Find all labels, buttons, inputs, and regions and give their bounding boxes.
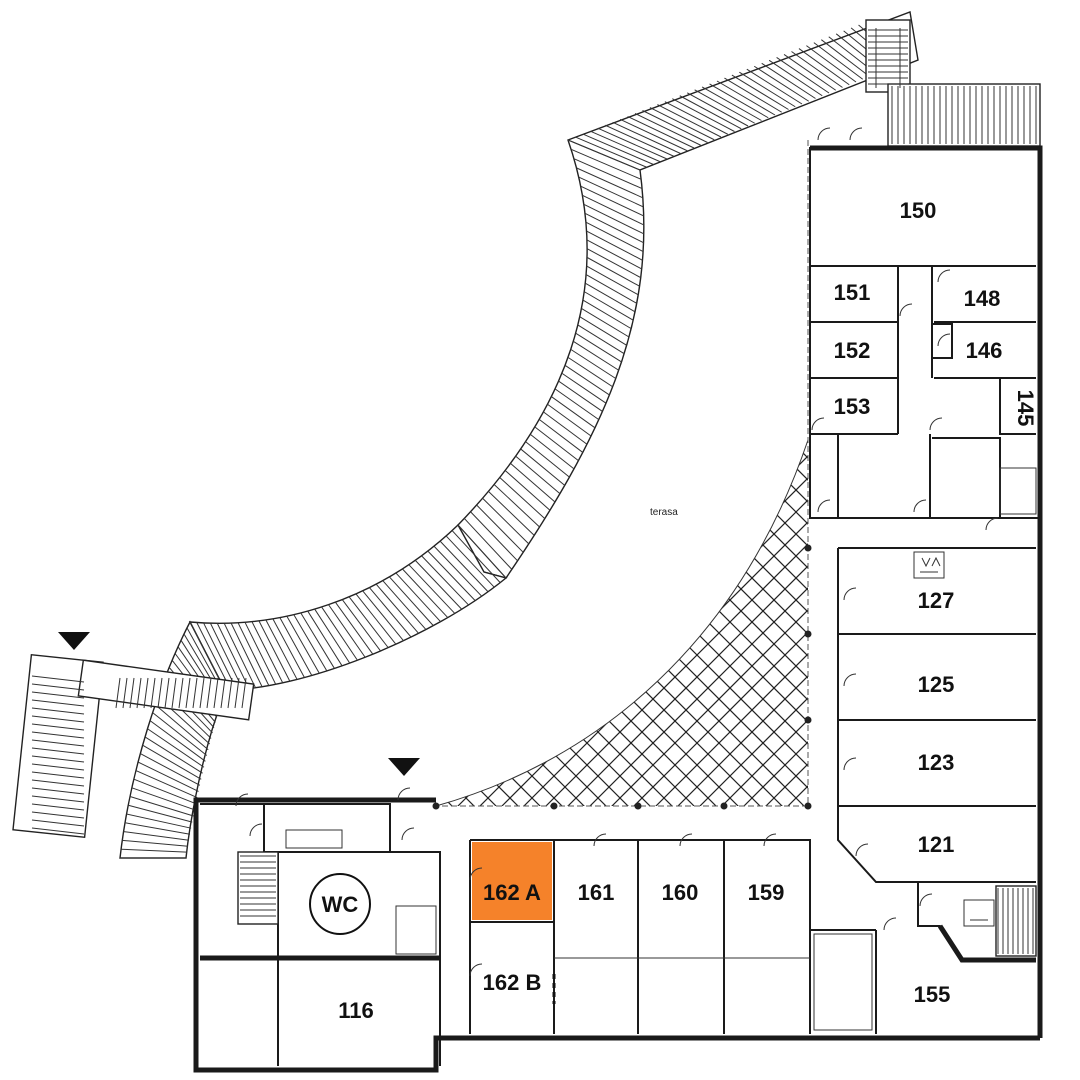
- curved-stair: [119, 11, 919, 859]
- room-label-155[interactable]: 155: [914, 982, 951, 1007]
- room-label-127[interactable]: 127: [918, 588, 955, 613]
- room-label-123[interactable]: 123: [918, 750, 955, 775]
- top-stair: [865, 19, 1041, 147]
- wc-badge: [309, 873, 371, 935]
- room-label-125[interactable]: 125: [918, 672, 955, 697]
- room-label-161[interactable]: 161: [578, 880, 615, 905]
- east-wing-north: [809, 145, 1043, 1038]
- terrace-label: terasa: [650, 507, 678, 518]
- room-label-151[interactable]: 151: [834, 280, 871, 305]
- south-east-block: [810, 882, 1037, 1034]
- east-wing-south: [837, 547, 1036, 883]
- room-label-152[interactable]: 152: [834, 338, 871, 363]
- room-label-160[interactable]: 160: [662, 880, 699, 905]
- room-label-121[interactable]: 121: [918, 832, 955, 857]
- room-162a-fill: [472, 842, 552, 920]
- room-label-145[interactable]: 145: [1013, 390, 1038, 427]
- door-swings: [235, 127, 999, 977]
- south-block: [193, 797, 1040, 1073]
- structural-columns: [432, 544, 812, 810]
- room-label-159[interactable]: 159: [748, 880, 785, 905]
- left-stair: [12, 653, 255, 839]
- room-label-162b[interactable]: 162 B: [483, 970, 542, 995]
- room-label-116[interactable]: 116: [338, 998, 374, 1023]
- west-block: [200, 803, 441, 1066]
- entrance-marker-icon: [388, 758, 420, 776]
- room-label-146[interactable]: 146: [966, 338, 1003, 363]
- elevator-icon: [963, 899, 995, 927]
- room-label-150[interactable]: 150: [900, 198, 937, 223]
- elevator-icon: [913, 551, 945, 579]
- room-label-162a[interactable]: 162 A: [483, 880, 541, 905]
- room-label-148[interactable]: 148: [964, 286, 1001, 311]
- wc-label: WC: [322, 892, 359, 917]
- entrance-marker-icon: [58, 632, 90, 650]
- room-label-153[interactable]: 153: [834, 394, 871, 419]
- curved-stair-hatching: [120, 21, 911, 859]
